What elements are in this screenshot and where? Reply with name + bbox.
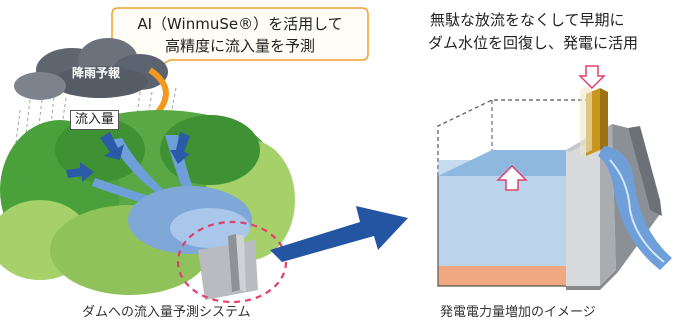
caption-right: 発電電力量増加のイメージ [440,305,596,320]
callout-line1: AI（WinmuSe®）を活用して [137,15,343,33]
dashed-highlight [176,220,288,304]
discharge-water [598,146,672,270]
caption-left: ダムへの流入量予測システム [82,305,251,320]
inflow-label: 流入量 [70,110,120,130]
rain-forecast-label: 降雨予報 [72,66,121,80]
right-text-line1: 無駄な放流をなくして早期に [430,11,625,29]
big-arrow [270,206,408,262]
water-level-diagram [437,99,590,287]
river [110,138,175,200]
gate-down-arrow [578,65,606,90]
callout-line2: 高精度に流入量を予測 [164,37,315,55]
right-text-line2: ダム水位を回復し、発電に活用 [428,34,639,52]
dam-small [198,234,258,300]
inflow-arrows [66,132,190,182]
spillway-gate [580,84,608,156]
rain-cloud [14,38,168,100]
